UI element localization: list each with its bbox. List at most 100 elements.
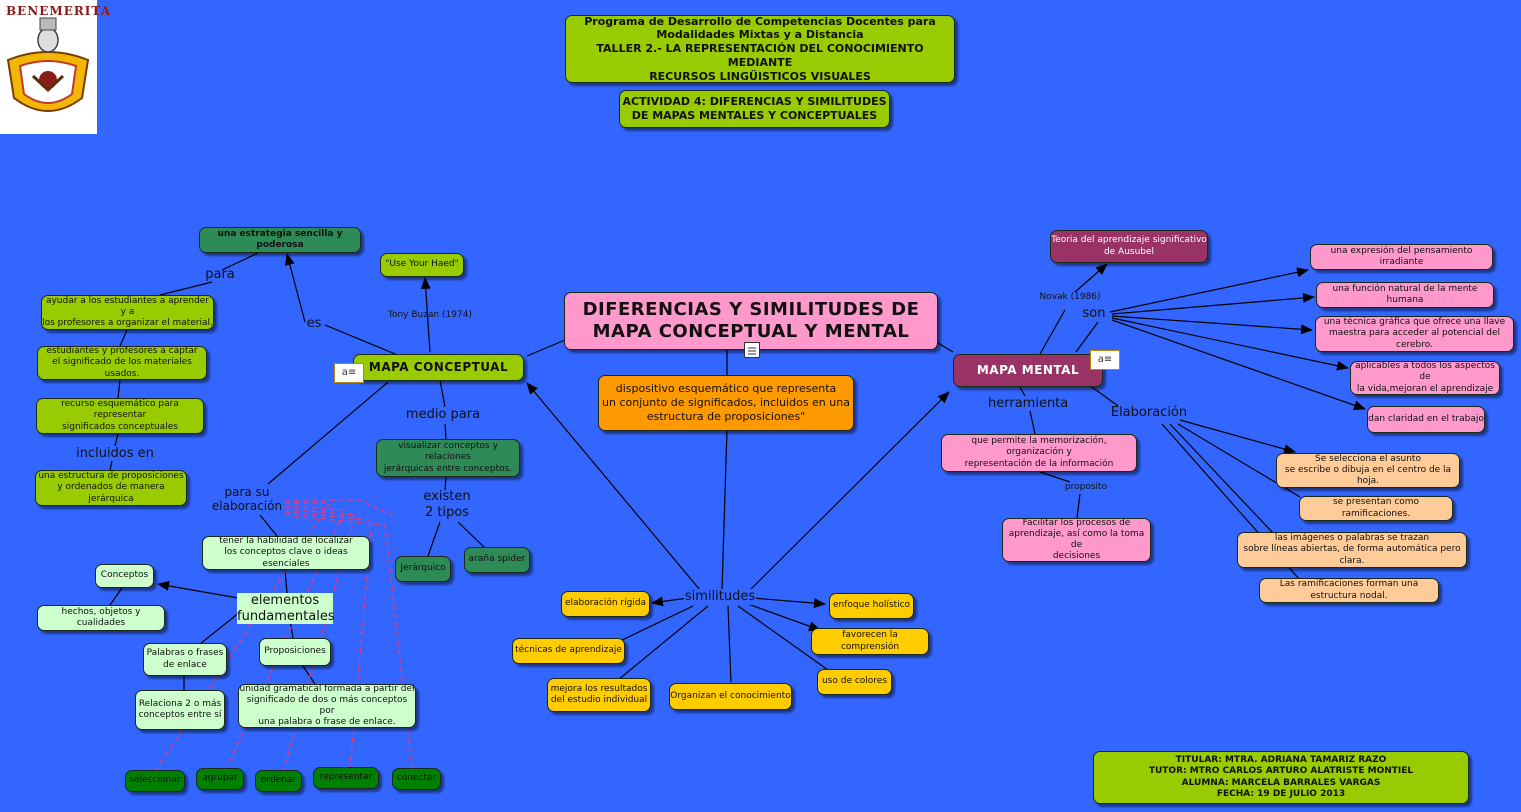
logo-text: BENEMERITA (6, 4, 112, 18)
edge-habilidad-elementos (284, 569, 288, 594)
edge-mental-son (1075, 321, 1099, 353)
dashed-link-1 (285, 499, 393, 516)
edge-conceptual-medio (439, 379, 446, 408)
conceptual-es-label: es (306, 316, 322, 331)
mental-son-label: son (1082, 306, 1106, 321)
edge-sim-comprension (747, 603, 821, 631)
mental-theory: Teoria del aprendizaje significativo de … (1050, 230, 1208, 263)
mental-elaboracion-label: Elaboración (1110, 405, 1188, 420)
conceptual-para-item-1: ayudar a los estudiantes a aprender y a … (41, 295, 214, 330)
edge-herramienta-item (1029, 410, 1036, 435)
conceptual-medio-item: visualizar conceptos y relaciones jerárq… (376, 439, 520, 477)
mental-son-item-5: dan claridad en el trabajo (1367, 406, 1485, 433)
program-title: Programa de Desarrollo de Competencias D… (565, 15, 955, 83)
similitud-organizan: Organizan el conocimiento (669, 683, 792, 710)
edge-central-mental (937, 342, 954, 353)
edge-sim-conceptual (526, 382, 701, 591)
edge-proposiciones-unidad (302, 665, 316, 685)
conceptual-type-jerarquico: Jerárquico (395, 556, 451, 582)
mental-elaboracion-item-2: se presentan como ramificaciones. (1299, 496, 1453, 521)
mental-novak-label: Novak (1986) (1039, 292, 1101, 302)
edge-existen-arana (457, 521, 486, 549)
edge-sim-mejora (617, 605, 709, 681)
credits-box: TITULAR: MTRA. ADRIANA TAMARIZ RAZO TUTO… (1093, 751, 1469, 804)
edge-conceptos-hechos (109, 587, 123, 606)
logo-crest-icon (6, 17, 90, 112)
verb-representar: representar (313, 767, 379, 789)
edge-sim-holistico (751, 597, 826, 609)
activity-title: ACTIVIDAD 4: DIFERENCIAS Y SIMILITUDES D… (619, 90, 890, 128)
text-note-icon: a≡ (1090, 350, 1120, 370)
edge-sim-organizan (727, 605, 732, 683)
edge-mental-novak (1039, 309, 1066, 355)
edge-sim-rigida (651, 596, 689, 607)
edge-mental-herramienta (1019, 386, 1026, 397)
mental-herramienta-item: que permite la memorización, organizació… (941, 434, 1137, 472)
verb-conectar: conectar (392, 768, 441, 790)
edge-medio-existen (444, 476, 447, 491)
verb-agrupar: agrupar (196, 768, 244, 790)
similitud-holistico: enfoque holístico (829, 593, 914, 619)
verb-seleccionar: seleccionar (125, 770, 185, 792)
conceptual-map-title: MAPA CONCEPTUAL (353, 354, 524, 381)
edge-elementos-palabras (199, 611, 241, 645)
conceptual-type-arana: araña spider (464, 547, 530, 573)
conceptual-para-label: para (205, 267, 235, 282)
edge-medio-item (444, 423, 447, 440)
edge-son-5 (1111, 319, 1366, 411)
mental-proposito-item: Facilitar los procesos de aprendizaje, a… (1002, 518, 1151, 562)
edge-sim-colores (737, 605, 829, 671)
central-definition: dispositivo esquemático que representa u… (598, 375, 854, 431)
edge-elab-3 (1169, 423, 1274, 534)
conceptual-strategy: una estrategia sencilla y poderosa (199, 227, 361, 253)
mental-elaboracion-item-1: Se selecciona el asunto se escribe o dib… (1276, 453, 1460, 488)
conceptual-palabras: Palabras o frases de enlace (143, 643, 227, 676)
mental-map-title: MAPA MENTAL (953, 354, 1103, 387)
edge-strategy-para (221, 252, 259, 271)
edge-central-conceptual (526, 339, 566, 357)
edge-es-strategy (284, 253, 306, 323)
mental-son-item-3: una técnica gráfica que ofrece una llave… (1315, 316, 1514, 352)
conceptual-medio-label: medio para (405, 407, 481, 422)
edge-elementos-conceptos (157, 580, 239, 599)
mental-elaboracion-item-4: Las ramificaciones forman una estructura… (1259, 578, 1439, 603)
mental-son-item-2: una función natural de la mente humana (1316, 282, 1494, 308)
edge-item1-item2 (119, 329, 128, 347)
edge-conceptual-quote (420, 277, 431, 353)
edge-novak-theory (1074, 263, 1108, 293)
edge-son-2 (1111, 292, 1315, 315)
conceptual-author-label: Tony Buzan (1974) (388, 310, 472, 320)
conceptual-proposiciones: Proposiciones (259, 638, 331, 666)
edge-existen-jerarquico (427, 521, 441, 557)
text-note-icon: a≡ (334, 363, 364, 383)
conceptual-para-item-3: recurso esquemático para representar sig… (36, 398, 204, 434)
mental-son-item-1: una expresión del pensamiento irradiante (1310, 244, 1493, 270)
edge-proposito-item (1076, 493, 1081, 519)
conceptual-habilidad: tener la habilidad de localizar los conc… (202, 536, 370, 570)
similitud-colores: uso de colores (817, 669, 892, 695)
edge-item3-incluidos (114, 433, 119, 447)
similitud-comprension: favorecen la comprensión (811, 628, 929, 655)
central-title: DIFERENCIAS Y SIMILITUDES DE MAPA CONCEP… (564, 292, 938, 350)
conceptual-para-item-2: estudiantes y profesores a captar el sig… (37, 346, 207, 380)
conceptual-existen-label: existen 2 tipos (423, 489, 471, 520)
similitud-mejora: mejora los resultados del estudio indivi… (547, 678, 651, 712)
mental-herramienta-label: herramienta (988, 396, 1069, 411)
mental-son-item-4: aplicables a todos los aspectos de la vi… (1350, 361, 1500, 395)
conceptual-elaboracion-label: para su elaboración (211, 485, 283, 514)
edge-herramienta-proposito (1039, 471, 1071, 483)
edge-elaboracion-habilidad (259, 514, 278, 537)
conceptual-elementos-label: elementos fundamentales (237, 593, 335, 625)
edge-son-4 (1111, 317, 1349, 371)
similitud-elaboracion-rigida: elaboración rígida (561, 591, 650, 617)
note-icon (744, 342, 760, 358)
conceptual-hechos: hechos, objetos y cualidades (37, 605, 165, 631)
edge-sim-tecnicas (617, 605, 694, 643)
edge-item2-item3 (117, 379, 121, 399)
conceptual-unidad: unidad gramatical formada a partir del s… (238, 683, 416, 728)
edge-incluidos-item (109, 460, 113, 471)
edge-sim-mental (749, 391, 950, 591)
edge-son-3 (1111, 315, 1313, 335)
edge-son-1 (1109, 267, 1309, 313)
